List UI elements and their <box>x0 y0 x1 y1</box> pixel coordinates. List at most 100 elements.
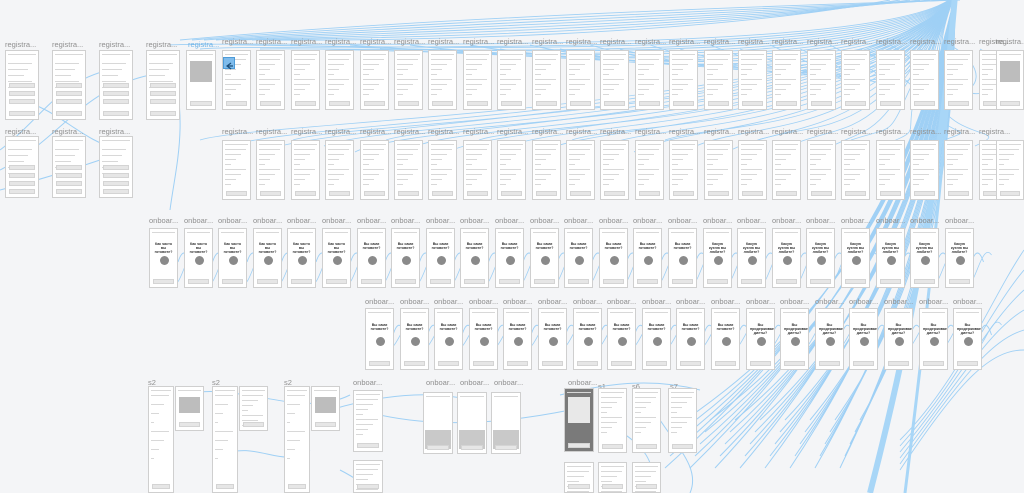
frame-title[interactable]: onboar... <box>676 297 706 306</box>
screen-frame[interactable]: Как часто вы готовите? <box>218 228 247 288</box>
bottom-button[interactable] <box>9 189 35 194</box>
bottom-button[interactable] <box>776 101 797 106</box>
bottom-button[interactable] <box>672 279 693 284</box>
bottom-button[interactable] <box>673 101 694 106</box>
option-image[interactable] <box>610 256 619 265</box>
frame-title[interactable]: s2 <box>284 378 292 387</box>
bottom-button[interactable] <box>880 101 901 106</box>
bottom-button[interactable] <box>190 101 212 106</box>
screen-frame[interactable]: Вы сами готовите? <box>426 228 455 288</box>
screen-frame[interactable]: Вы сами готовите? <box>633 228 662 288</box>
screen-frame[interactable]: Вы сами готовите? <box>469 308 498 370</box>
screen-frame[interactable] <box>807 140 836 200</box>
frame-title[interactable]: onboar... <box>568 378 598 387</box>
screen-frame[interactable] <box>394 140 423 200</box>
frame-title[interactable]: registra... <box>428 37 460 46</box>
option-image[interactable] <box>964 337 973 346</box>
screen-frame[interactable]: Вы придерживаетесь диеты? <box>780 308 809 370</box>
frame-title[interactable]: onboar... <box>711 297 741 306</box>
screen-frame[interactable] <box>635 140 664 200</box>
bottom-button[interactable] <box>741 279 762 284</box>
bottom-button[interactable] <box>819 361 840 366</box>
bottom-button[interactable] <box>534 279 555 284</box>
bottom-button[interactable] <box>260 191 281 196</box>
option-field[interactable] <box>150 99 176 104</box>
option-image[interactable] <box>445 337 454 346</box>
screen-frame[interactable] <box>256 50 285 110</box>
option-field[interactable] <box>9 91 35 96</box>
frame-title[interactable]: registra... <box>188 40 220 49</box>
bottom-button[interactable] <box>948 191 969 196</box>
bottom-button[interactable] <box>604 101 625 106</box>
screen-frame[interactable]: Вы сами готовите? <box>711 308 740 370</box>
screen-frame[interactable] <box>186 50 216 110</box>
option-field[interactable] <box>56 83 82 88</box>
frame-title[interactable]: registra... <box>772 127 804 136</box>
screen-frame[interactable]: Вы сами готовите? <box>599 228 628 288</box>
frame-title[interactable]: onboar... <box>353 378 383 387</box>
bottom-button[interactable] <box>750 361 771 366</box>
bottom-button[interactable] <box>495 445 517 450</box>
frame-title[interactable]: onboar... <box>633 216 663 225</box>
screen-frame[interactable]: Вы сами готовите? <box>668 228 697 288</box>
screen-frame[interactable]: Какую кухню вы любите? <box>910 228 939 288</box>
screen-frame[interactable] <box>239 386 268 431</box>
frame-title[interactable]: onboar... <box>426 378 456 387</box>
screen-frame[interactable] <box>944 50 973 110</box>
bottom-button[interactable] <box>357 443 379 448</box>
frame-title[interactable]: registra... <box>360 127 392 136</box>
frame-title[interactable]: s2 <box>212 378 220 387</box>
frame-title[interactable]: registra... <box>325 127 357 136</box>
option-field[interactable] <box>56 173 82 178</box>
frame-title[interactable]: registra... <box>325 37 357 46</box>
bottom-button[interactable] <box>153 279 174 284</box>
bottom-button[interactable] <box>853 361 874 366</box>
option-image[interactable] <box>956 256 965 265</box>
bottom-button[interactable] <box>923 361 944 366</box>
frame-title[interactable]: registra... <box>635 37 667 46</box>
option-field[interactable] <box>150 91 176 96</box>
bottom-button[interactable] <box>673 191 694 196</box>
screen-frame[interactable] <box>600 140 629 200</box>
screen-frame[interactable] <box>311 386 340 431</box>
bottom-button[interactable] <box>499 279 520 284</box>
bottom-button[interactable] <box>295 191 316 196</box>
screen-frame[interactable] <box>99 50 133 120</box>
option-image[interactable] <box>411 337 420 346</box>
frame-title[interactable]: registra... <box>146 40 178 49</box>
bottom-button[interactable] <box>103 111 129 116</box>
screen-frame[interactable] <box>564 388 594 452</box>
frame-title[interactable]: onboar... <box>876 216 906 225</box>
option-field[interactable] <box>56 91 82 96</box>
bottom-button[interactable] <box>404 361 425 366</box>
screen-frame[interactable]: Вы сами готовите? <box>530 228 559 288</box>
option-field[interactable] <box>9 83 35 88</box>
screen-frame[interactable] <box>52 50 86 120</box>
screen-frame[interactable] <box>669 50 698 110</box>
frame-title[interactable]: registra... <box>876 37 908 46</box>
frame-title[interactable]: onboar... <box>469 297 499 306</box>
option-field[interactable] <box>56 165 82 170</box>
bottom-button[interactable] <box>568 279 589 284</box>
screen-frame[interactable] <box>668 388 697 453</box>
bottom-button[interactable] <box>398 191 419 196</box>
option-field[interactable] <box>56 99 82 104</box>
screen-frame[interactable] <box>910 140 939 200</box>
screen-frame[interactable] <box>353 460 383 493</box>
frame-title[interactable]: registra... <box>463 127 495 136</box>
option-image[interactable] <box>298 256 307 265</box>
screen-frame[interactable] <box>600 50 629 110</box>
screen-frame[interactable] <box>291 50 320 110</box>
bottom-button[interactable] <box>536 101 557 106</box>
screen-frame[interactable] <box>394 50 423 110</box>
bottom-button[interactable] <box>243 422 264 427</box>
bottom-button[interactable] <box>672 444 693 449</box>
frame-title[interactable]: onboar... <box>149 216 179 225</box>
option-image[interactable] <box>195 256 204 265</box>
frame-title[interactable]: registra... <box>600 127 632 136</box>
screen-frame[interactable] <box>910 50 939 110</box>
screen-frame[interactable]: Какую кухню вы любите? <box>806 228 835 288</box>
bottom-button[interactable] <box>395 279 416 284</box>
screen-frame[interactable]: Как часто вы готовите? <box>149 228 178 288</box>
option-image[interactable] <box>826 337 835 346</box>
